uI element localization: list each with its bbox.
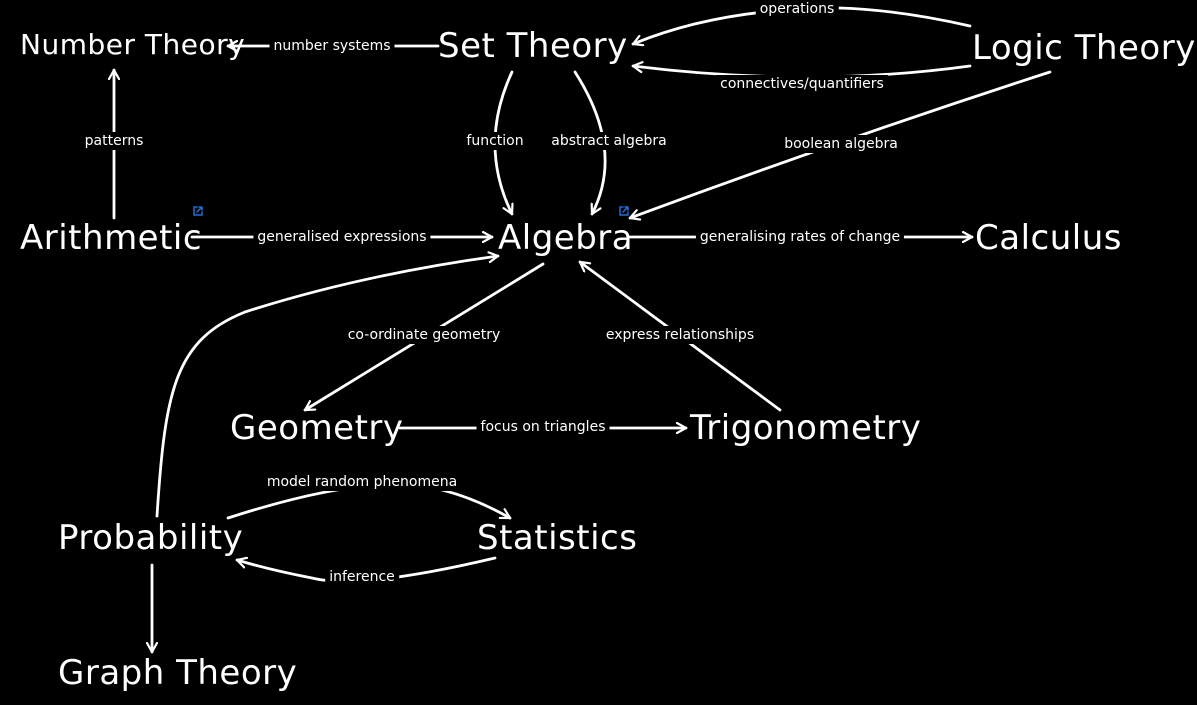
node-statistics[interactable]: Statistics: [477, 518, 638, 558]
edge-label-number-systems: number systems: [269, 37, 395, 55]
node-logic-theory[interactable]: Logic Theory: [972, 28, 1196, 68]
edge-label-generalised-expressions: generalised expressions: [253, 228, 431, 246]
node-arithmetic[interactable]: Arithmetic: [20, 218, 203, 258]
edge-label-patterns: patterns: [80, 132, 148, 150]
edge-probability-to-algebra: [155, 256, 500, 518]
edge-label-abstract-algebra: abstract algebra: [547, 132, 671, 150]
node-number-theory[interactable]: Number Theory: [20, 28, 246, 61]
edge-statistics-to-probability: [235, 556, 497, 583]
edge-label-model-random-phenomena: model random phenomena: [262, 473, 462, 491]
node-probability[interactable]: Probability: [58, 518, 244, 558]
node-geometry[interactable]: Geometry: [230, 408, 404, 448]
node-algebra[interactable]: Algebra: [498, 218, 634, 258]
edge-label-generalising-rates: generalising rates of change: [695, 228, 905, 246]
edge-label-coordinate-geometry: co-ordinate geometry: [343, 326, 505, 344]
edge-label-boolean-algebra: boolean algebra: [780, 135, 902, 153]
edge-label-connectives-quantifiers: connectives/quantifiers: [716, 75, 888, 93]
node-graph-theory[interactable]: Graph Theory: [58, 653, 298, 693]
node-calculus[interactable]: Calculus: [975, 218, 1122, 258]
edge-label-inference: inference: [325, 568, 399, 586]
edge-label-function: function: [462, 132, 528, 150]
edge-label-operations: operations: [755, 0, 839, 18]
edge-label-focus-on-triangles: focus on triangles: [476, 418, 610, 436]
node-trigonometry[interactable]: Trigonometry: [690, 408, 922, 448]
external-link-icon[interactable]: [192, 205, 204, 217]
node-set-theory[interactable]: Set Theory: [438, 26, 628, 66]
external-link-icon[interactable]: [618, 205, 630, 217]
edge-label-express-relationships: express relationships: [601, 326, 759, 344]
